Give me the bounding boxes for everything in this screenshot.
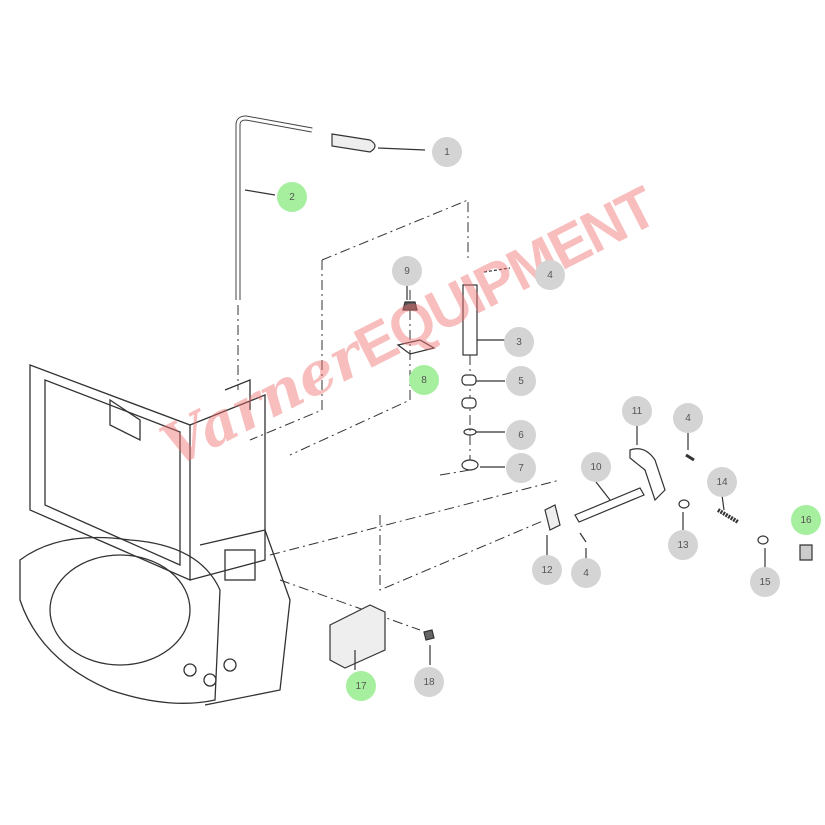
callout-1[interactable]: 1 (432, 137, 462, 167)
callout-4[interactable]: 4 (571, 558, 601, 588)
callout-3[interactable]: 3 (504, 327, 534, 357)
callout-7[interactable]: 7 (506, 453, 536, 483)
callout-4[interactable]: 4 (535, 260, 565, 290)
callout-9[interactable]: 9 (392, 256, 422, 286)
callout-6[interactable]: 6 (506, 420, 536, 450)
knob (331, 133, 376, 153)
cover-plate (329, 604, 386, 669)
callout-12[interactable]: 12 (532, 555, 562, 585)
callout-11[interactable]: 11 (622, 396, 652, 426)
callout-13[interactable]: 13 (668, 530, 698, 560)
shaft (462, 284, 478, 356)
callout-5[interactable]: 5 (506, 366, 536, 396)
callout-10[interactable]: 10 (581, 452, 611, 482)
callout-16[interactable]: 16 (791, 505, 821, 535)
callout-15[interactable]: 15 (750, 567, 780, 597)
callout-17[interactable]: 17 (346, 671, 376, 701)
callout-4[interactable]: 4 (673, 403, 703, 433)
callout-8[interactable]: 8 (409, 365, 439, 395)
callout-2[interactable]: 2 (277, 182, 307, 212)
callout-14[interactable]: 14 (707, 467, 737, 497)
transmission-housing (19, 364, 291, 706)
callout-18[interactable]: 18 (414, 667, 444, 697)
